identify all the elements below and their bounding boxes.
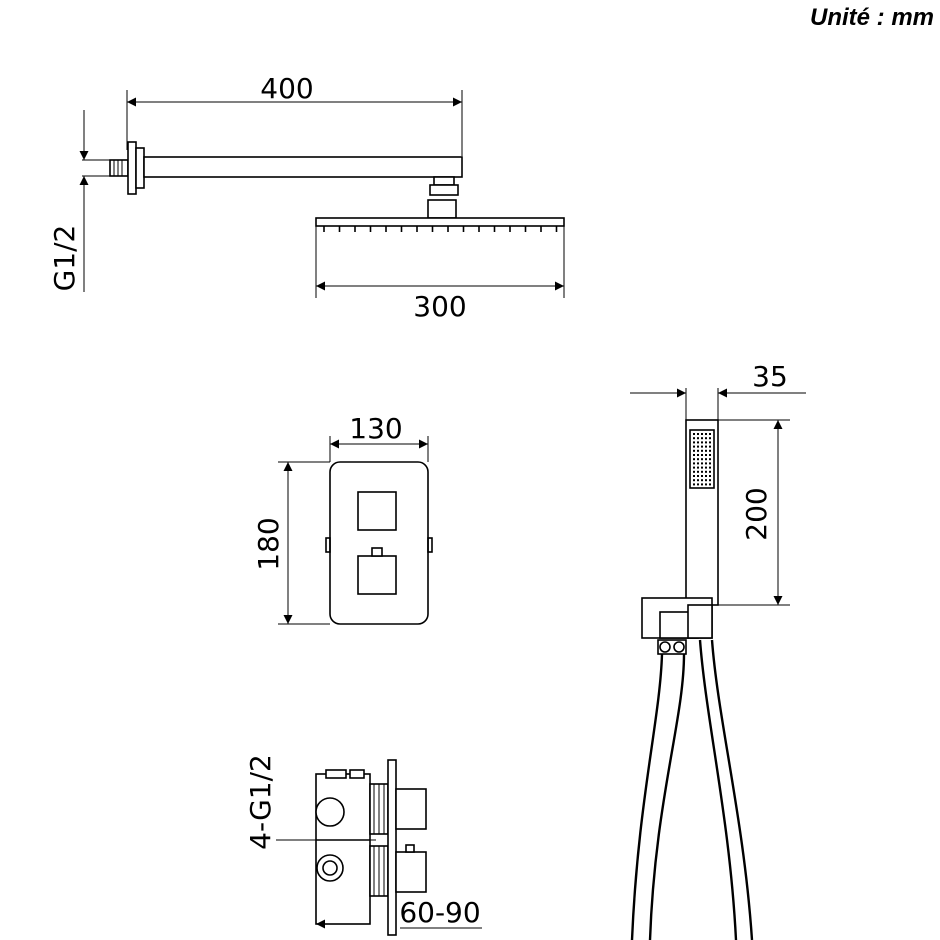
spray-hole — [693, 441, 695, 444]
hand-width-label: 35 — [752, 360, 788, 393]
valve-body: 4-G1/2 60-90 — [244, 754, 482, 936]
spray-hole — [709, 433, 711, 435]
valve-inlets-label: 4-G1/2 — [244, 754, 277, 850]
spray-hole — [701, 458, 703, 461]
spray-hole — [705, 466, 707, 469]
spray-hole — [709, 475, 711, 477]
spray-hole — [705, 479, 707, 482]
spray-hole — [697, 462, 699, 465]
spray-hole — [697, 458, 699, 461]
spray-hole — [701, 475, 703, 477]
spray-hole — [705, 441, 707, 444]
spray-hole — [705, 458, 707, 461]
spray-hole — [693, 466, 695, 469]
spray-hole — [701, 479, 703, 482]
spray-hole — [709, 458, 711, 461]
spray-hole — [709, 437, 711, 440]
spray-hole — [705, 449, 707, 452]
plate-height-label: 180 — [252, 517, 285, 570]
spray-hole — [693, 433, 695, 435]
spray-hole — [709, 449, 711, 452]
spray-hole — [705, 462, 707, 465]
spray-hole — [709, 470, 711, 473]
arm-thread-label: G1/2 — [48, 225, 81, 292]
shower-head: 300 — [315, 217, 565, 323]
hand-length-label: 200 — [740, 487, 773, 540]
spray-hole — [709, 454, 711, 456]
spray-hole — [693, 454, 695, 456]
spray-hole — [709, 462, 711, 465]
arm-length-label: 400 — [260, 72, 313, 105]
spray-hole — [705, 437, 707, 440]
spray-hole — [693, 462, 695, 465]
spray-hole — [693, 479, 695, 482]
spray-hole — [705, 470, 707, 473]
spray-hole — [709, 445, 711, 448]
plate-width-label: 130 — [349, 412, 402, 445]
spray-hole — [701, 437, 703, 440]
spray-hole — [693, 458, 695, 461]
spray-hole — [693, 470, 695, 473]
spray-hole — [709, 483, 711, 486]
spray-hole — [709, 479, 711, 482]
spray-hole — [697, 466, 699, 469]
hand-shower: 35 200 — [630, 360, 806, 940]
spray-hole — [697, 437, 699, 440]
valve-face-plate: 130 180 — [252, 412, 433, 625]
spray-hole — [701, 466, 703, 469]
spray-hole — [709, 466, 711, 469]
lower-handle — [357, 555, 397, 595]
spray-hole — [697, 483, 699, 486]
spray-hole — [705, 483, 707, 486]
spray-hole — [705, 475, 707, 477]
spray-hole — [697, 449, 699, 452]
spray-hole — [701, 445, 703, 448]
head-width-label: 300 — [413, 290, 466, 323]
spray-hole — [693, 475, 695, 477]
spray-hole — [701, 449, 703, 452]
spray-hole — [697, 470, 699, 473]
spray-hole — [693, 449, 695, 452]
spray-hole — [693, 437, 695, 440]
spray-hole — [693, 483, 695, 486]
spray-hole — [701, 454, 703, 456]
valve-depth-label: 60-90 — [399, 896, 480, 929]
spray-hole — [697, 441, 699, 444]
spray-hole — [701, 483, 703, 486]
spray-hole — [697, 479, 699, 482]
spray-hole — [697, 454, 699, 456]
spray-hole — [697, 475, 699, 477]
upper-handle — [357, 491, 397, 531]
spray-hole — [701, 433, 703, 435]
spray-hole — [697, 445, 699, 448]
spray-hole — [693, 445, 695, 448]
spray-hole — [701, 470, 703, 473]
spray-hole — [705, 454, 707, 456]
spray-hole — [705, 445, 707, 448]
spray-hole — [701, 441, 703, 444]
unit-label: Unité : mm — [809, 4, 934, 31]
spray-hole — [709, 441, 711, 444]
spray-hole — [701, 462, 703, 465]
shower-arm: 400 G1/2 — [48, 72, 463, 292]
spray-hole — [705, 433, 707, 435]
spray-hole — [697, 433, 699, 435]
